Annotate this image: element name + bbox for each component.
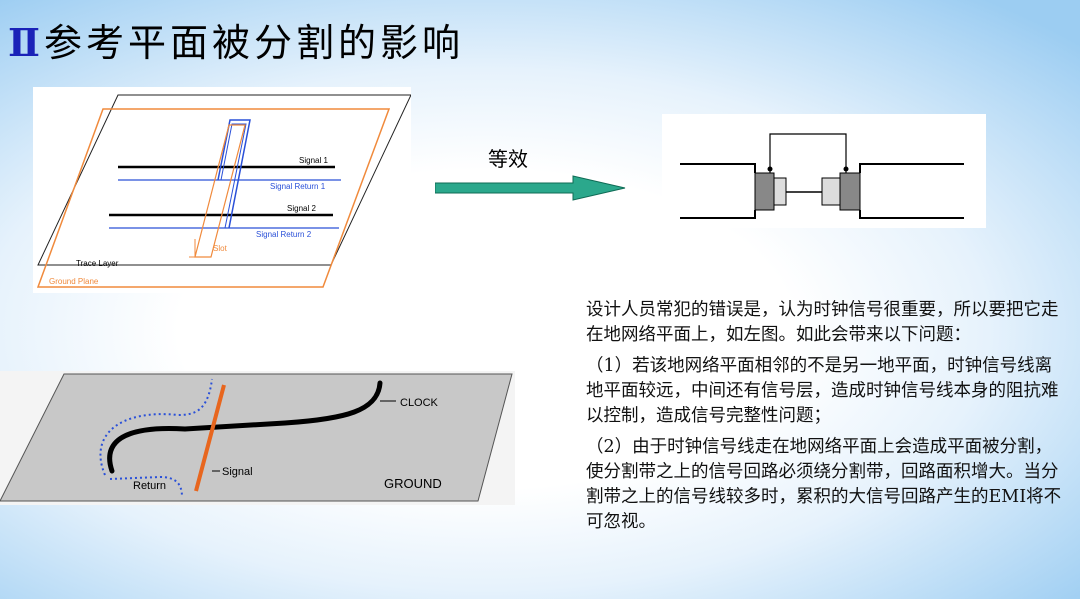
bridge-node-left: [767, 166, 773, 172]
return-path-detour: [217, 119, 251, 229]
title-text: 参考平面被分割的影响: [44, 21, 465, 65]
slot-cutout: [194, 124, 246, 258]
ground-label: GROUND: [384, 476, 442, 491]
left-dark-block: [754, 172, 775, 211]
trace-over-slot-figure: Signal 1 Signal Return 1 Signal 2 Signal…: [33, 87, 412, 293]
signal-label: Signal: [222, 466, 253, 478]
ground-plane-label: Ground Plane: [49, 277, 99, 286]
left-light-block: [773, 177, 787, 206]
ground-plane-outline: [36, 108, 391, 288]
right-line-top: [859, 163, 964, 173]
return-path-dots: [99, 378, 213, 476]
right-light-block: [821, 177, 841, 206]
slide-title: Ⅱ参考平面被分割的影响: [8, 12, 464, 67]
signal1-label: Signal 1: [299, 156, 328, 165]
clock-trace: [107, 380, 383, 474]
equivalent-circuit-figure: [662, 114, 986, 228]
right-dark-block: [839, 172, 861, 211]
return-label: Return: [133, 480, 166, 492]
right-arrow-icon: [435, 175, 626, 201]
left-line-top: [680, 163, 756, 173]
ground-plane-board: [0, 373, 513, 502]
slot-label: Slot: [213, 244, 228, 253]
signal-return1-label: Signal Return 1: [270, 182, 326, 191]
paragraph-point-2: （2）由于时钟信号线走在地网络平面上会造成平面被分割，使分割带之上的信号回路必须…: [586, 437, 1062, 532]
signal-trace-orange: [194, 384, 226, 492]
clock-on-ground-diagram: CLOCK Signal Return GROUND: [0, 373, 513, 502]
paragraph-point-1: （1）若该地网络平面相邻的不是另一地平面，时钟信号线离地平面较远，中间还有信号层…: [586, 356, 1059, 426]
section-number: Ⅱ: [8, 20, 45, 65]
left-line-bottom: [680, 210, 756, 219]
return-path-dots-lower: [109, 475, 183, 498]
bridge-node-right: [843, 166, 849, 172]
trace-over-slot-diagram: Signal 1 Signal Return 1 Signal 2 Signal…: [36, 94, 412, 288]
equivalent-label: 等效: [488, 147, 528, 171]
signal2-label: Signal 2: [287, 204, 316, 213]
clock-label: CLOCK: [400, 397, 439, 409]
trace-layer-label: Trace Layer: [76, 259, 119, 268]
return-path-detour-inner: [220, 123, 247, 229]
equivalent-circuit-diagram: [680, 133, 964, 219]
clock-on-ground-figure: CLOCK Signal Return GROUND: [0, 371, 515, 505]
paragraph-intro: 设计人员常犯的错误是，认为时钟信号很重要，所以要把它走在地网络平面上，如左图。如…: [586, 300, 1059, 345]
explanation-text: 设计人员常犯的错误是，认为时钟信号很重要，所以要把它走在地网络平面上，如左图。如…: [586, 298, 1066, 541]
right-line-bottom: [859, 210, 964, 219]
bridge-wire: [769, 133, 847, 173]
signal-return2-label: Signal Return 2: [256, 230, 312, 239]
